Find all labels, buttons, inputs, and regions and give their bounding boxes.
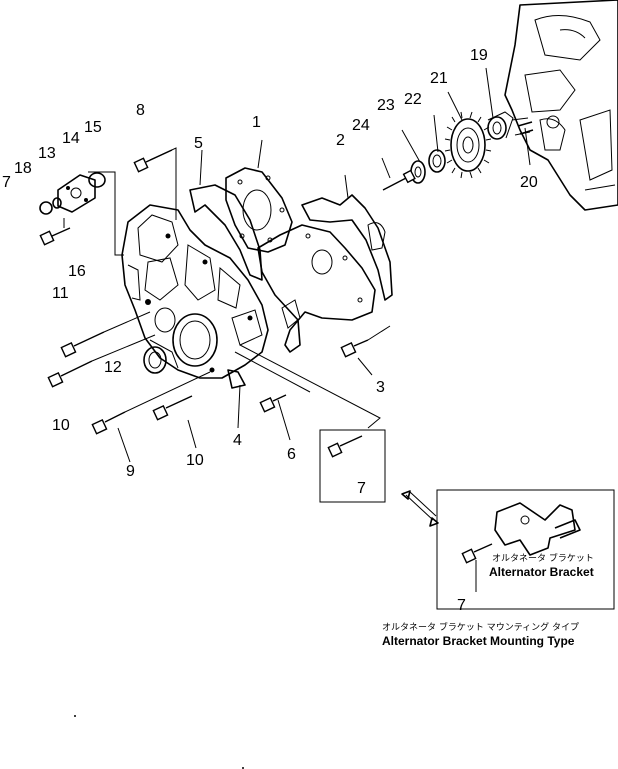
callout-10-left: 10 [52, 417, 70, 434]
detail-label-en: Alternator Bracket [489, 565, 594, 579]
callout-19: 19 [470, 47, 488, 64]
bolt-11 [60, 311, 151, 358]
gear-21 [444, 111, 492, 179]
callout-20: 20 [520, 174, 538, 191]
caption-jp: オルタネータ ブラケット マウンティング タイプ [382, 621, 579, 633]
bolt-16 [39, 227, 71, 246]
callout-14: 14 [62, 130, 80, 147]
gasket-15 [88, 172, 106, 188]
inset-box [319, 429, 386, 503]
bolt-6 [259, 394, 287, 413]
callout-18: 18 [14, 160, 32, 177]
callout-4: 4 [233, 432, 242, 449]
callout-2: 2 [336, 132, 345, 149]
gear-case-front-cover [121, 204, 269, 389]
callout-9: 9 [126, 463, 135, 480]
engine-block [504, 0, 618, 211]
callout-13: 13 [38, 145, 56, 162]
callout-detail-7: 7 [457, 597, 466, 614]
bolt-10-left [47, 334, 156, 388]
callout-12: 12 [104, 359, 122, 376]
bolt-10-middle [152, 395, 193, 421]
rear-plate [257, 224, 376, 353]
gear-housing-1 [225, 167, 293, 253]
bushing-19 [487, 111, 514, 140]
detail-box [436, 489, 615, 610]
callout-11: 11 [52, 285, 69, 302]
ring-22 [428, 149, 446, 173]
callout-15: 15 [84, 119, 102, 136]
callout-10-middle: 10 [186, 452, 204, 469]
oil-seal-12 [143, 346, 167, 374]
detail-label-jp: オルタネータ ブラケット [492, 552, 594, 564]
callout-1: 1 [252, 114, 261, 131]
callout-inset-7: 7 [357, 480, 366, 497]
callout-23: 23 [377, 97, 395, 114]
plug-7-top [39, 201, 53, 215]
callout-16: 16 [68, 263, 86, 280]
caption-en: Alternator Bracket Mounting Type [382, 634, 575, 648]
callout-numbers: 1 2 3 4 5 6 7 8 9 10 10 11 12 13 14 15 1… [2, 47, 538, 614]
oring-18 [52, 197, 62, 209]
scan-speck [74, 715, 76, 717]
pin-20 [517, 121, 534, 135]
gasket-2-bracket [367, 222, 386, 251]
gasket-2 [301, 194, 393, 301]
gasket-5 [189, 184, 263, 281]
bolt-9 [91, 371, 211, 435]
cover-14 [57, 174, 96, 213]
bolt-8 [133, 149, 173, 173]
callout-3: 3 [376, 379, 385, 396]
bolt-3 [340, 325, 391, 358]
callout-21: 21 [430, 70, 448, 87]
leader-lines [63, 67, 531, 463]
callout-7: 7 [2, 174, 11, 191]
callout-5: 5 [194, 135, 203, 152]
callout-24: 24 [352, 117, 370, 134]
callout-22: 22 [404, 91, 422, 108]
callout-8: 8 [136, 102, 145, 119]
callout-6: 6 [287, 446, 296, 463]
double-arrow-icon [401, 490, 439, 527]
bolt-24 [382, 169, 416, 191]
